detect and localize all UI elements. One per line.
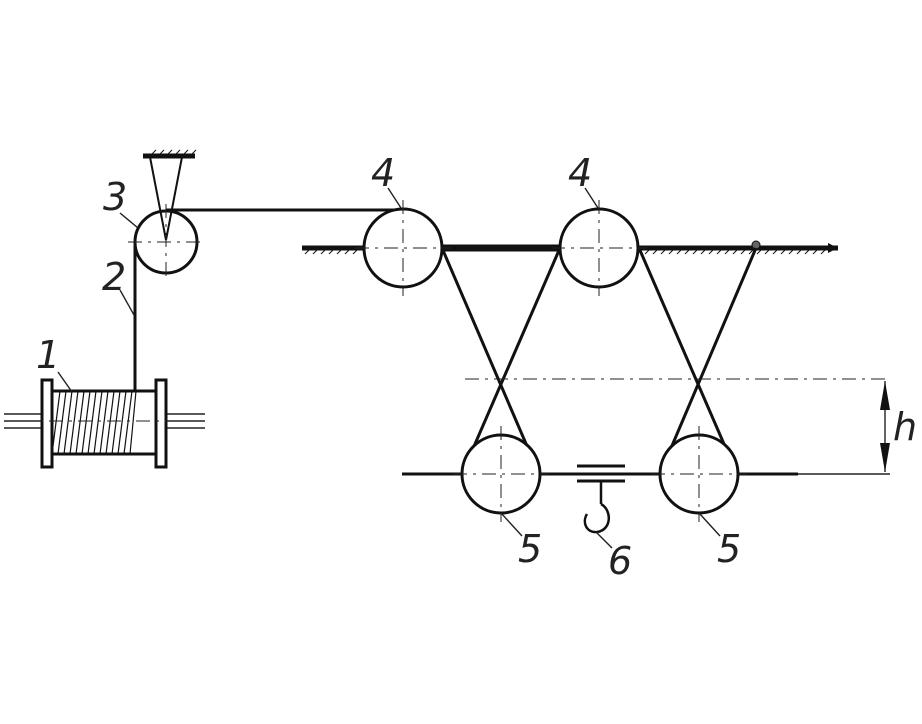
rope-cross-2b	[658, 247, 758, 475]
rope-cross-2a	[637, 247, 739, 475]
rope-cross-1b	[460, 247, 562, 475]
dimension-h-arrow-up	[880, 381, 890, 410]
leader-3	[119, 212, 139, 229]
beam-arrow-tip	[828, 243, 838, 253]
label-fixed-pulley-right: 4	[568, 151, 592, 195]
fixed-pulleys	[355, 200, 647, 296]
rope-anchor-point	[751, 240, 761, 250]
leader-4a	[387, 187, 402, 209]
hook-curve	[583, 502, 610, 534]
leader-5a	[500, 512, 523, 537]
drum-assembly	[4, 378, 205, 469]
dimension-h-arrow-down	[880, 443, 890, 472]
label-fixed-pulley-left: 4	[371, 151, 395, 195]
label-rope: 2	[102, 255, 126, 299]
hook	[577, 464, 625, 534]
label-height: h	[893, 405, 917, 449]
drum-flange-right	[154, 378, 168, 469]
ceiling-hatch	[149, 149, 197, 157]
crossed-ropes	[440, 247, 758, 475]
drum-windings	[51, 390, 137, 455]
leader-lines	[57, 187, 721, 549]
drum-flange-left	[40, 378, 54, 469]
moving-pulleys	[453, 426, 747, 522]
leader-5b	[698, 512, 721, 537]
label-drum: 1	[36, 333, 60, 377]
label-hook: 6	[608, 539, 632, 583]
leader-4b	[584, 187, 599, 209]
leader-2	[119, 289, 135, 316]
label-moving-pulley-left: 5	[518, 527, 542, 571]
rope-cross-1a	[440, 247, 541, 475]
leader-6	[595, 531, 613, 549]
leader-1	[57, 371, 73, 393]
label-moving-pulley-right: 5	[717, 527, 741, 571]
guide-pulley-assembly	[128, 149, 204, 280]
label-guide-pulley: 3	[103, 175, 127, 219]
dimension-h	[465, 378, 890, 475]
